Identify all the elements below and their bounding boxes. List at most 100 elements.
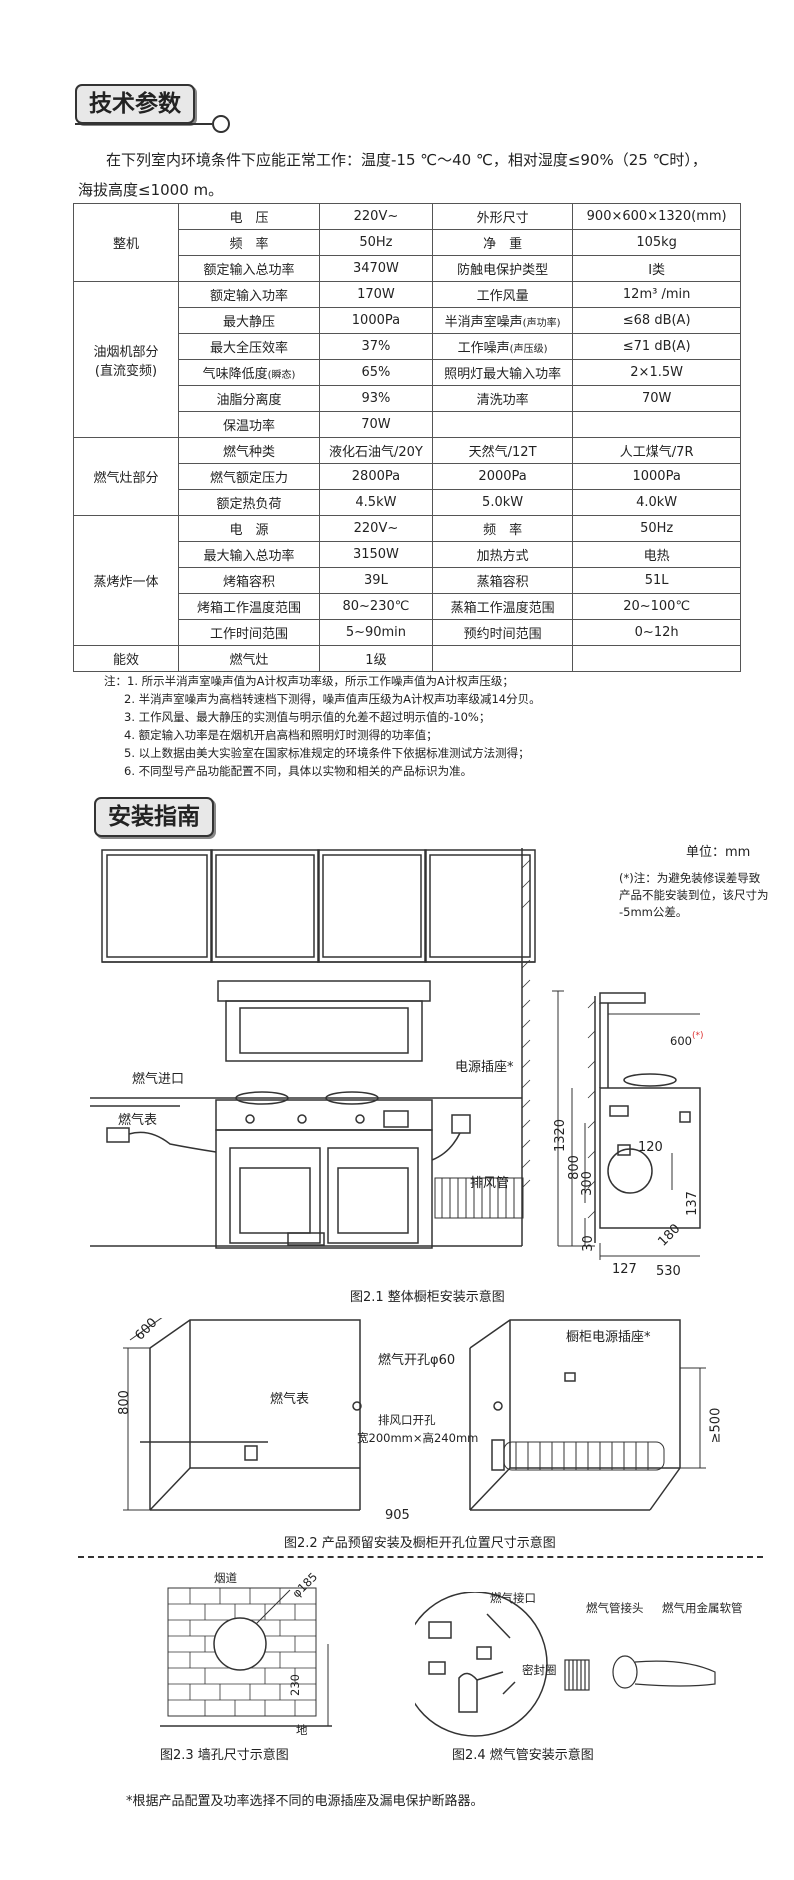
dim-137: 137 (684, 1191, 700, 1216)
spec-cell (431, 411, 574, 438)
intro-line-2: 海拔高度≤1000 m。 (78, 181, 224, 199)
spec-cell: 3150W (319, 541, 433, 568)
spec-cell: 工作风量 (431, 281, 574, 308)
spec-cell: 烤箱容积 (178, 567, 320, 594)
spec-cell: 预约时间范围 (431, 619, 574, 646)
note-line: 2. 半消声室噪声为高档转速档下测得，噪声值声压级为A计权声功率级减14分贝。 (124, 692, 541, 706)
spec-cell: 频 率 (431, 515, 574, 542)
note-line: 4. 额定输入功率是在烟机开启高档和照明灯时测得的功率值； (124, 728, 438, 742)
dim-star: (*) (692, 1031, 704, 1041)
fig-cabinet-install (90, 848, 701, 1260)
upper-cabinets (101, 849, 536, 963)
exhaust-hose-2 (503, 1441, 665, 1471)
spec-cell: 油脂分离度 (178, 385, 320, 412)
tolerance-note-2: 产品不能安装到位，该尺寸为 (619, 888, 769, 902)
spec-cell: 防触电保护类型 (431, 255, 574, 282)
spec-cell: 烤箱工作温度范围 (178, 593, 320, 620)
cabinet-socket-label: 橱柜电源插座* (566, 1330, 651, 1345)
ground-label: 地 (296, 1723, 308, 1737)
fig-gas-pipe (415, 1592, 716, 1737)
note-line: 3. 工作风量、最大静压的实测值与明示值的允差不超过明示值的-10%； (124, 710, 491, 724)
install-guide-title: 安装指南 (94, 797, 214, 837)
pipe-joint-label: 燃气管接头 (586, 1601, 644, 1615)
spec-cell: 燃气灶 (178, 645, 320, 672)
notes: 注：1. 所示半消声室噪声值为A计权声功率级，所示工作噪声值为A计权声压级； 2.… (104, 672, 541, 780)
spec-group-name: 蒸烤炸一体 (73, 515, 179, 646)
spec-cell (572, 411, 741, 438)
spec-cell: 保温功率 (178, 411, 320, 438)
spec-cell: 最大静压 (178, 307, 320, 334)
spec-group-label: 燃气灶部分 (93, 471, 159, 486)
spec-cell: 4.5kW (319, 489, 433, 516)
spec-qualifier: (声功率) (522, 318, 561, 329)
spec-cell: 电 压 (178, 203, 320, 230)
intro-line-1: 在下列室内环境条件下应能正常工作：温度-15 ℃～40 ℃，相对湿度≤90%（2… (106, 151, 707, 169)
spec-cell: 额定热负荷 (178, 489, 320, 516)
spec-cell: 半消声室噪声(声功率) (431, 307, 574, 334)
metal-hose (612, 1655, 716, 1689)
metal-hose-label: 燃气用金属软管 (662, 1601, 743, 1615)
spec-cell: 20~100℃ (572, 593, 741, 620)
spec-cell: 39L (319, 567, 433, 594)
spec-cell: 5.0kW (431, 489, 574, 516)
pipe-joint (564, 1659, 590, 1691)
spec-cell: 最大全压效率 (178, 333, 320, 360)
gas-port-label: 燃气接口 (490, 1591, 536, 1605)
spec-cell: 5~90min (319, 619, 433, 646)
spec-cell: 50Hz (319, 229, 433, 256)
spec-cell: 220V~ (319, 203, 433, 230)
spec-cell: 1000Pa (319, 307, 433, 334)
tech-params-title: 技术参数 (75, 84, 195, 124)
spec-cell: 气味降低度(瞬态) (178, 359, 320, 386)
spec-cell: 额定输入功率 (178, 281, 320, 308)
spec-cell: 4.0kW (572, 489, 741, 516)
fig-cabinet-openings (123, 1318, 706, 1511)
range-hood (217, 980, 431, 1062)
spec-cell: 燃气额定压力 (178, 463, 320, 490)
spec-cell: 液化石油气/20Y (319, 437, 433, 464)
fig-wall-hole (160, 1587, 332, 1727)
dim-230: 230 (287, 1674, 302, 1696)
spec-group-label: 整机 (112, 237, 139, 252)
spec-cell: 清洗功率 (431, 385, 574, 412)
exhaust-pipe-label: 排风管 (470, 1176, 510, 1191)
spec-cell: 2000Pa (431, 463, 574, 490)
spec-cell: 65% (319, 359, 433, 386)
spec-cell: 70W (572, 385, 741, 412)
dim-300: 300 (579, 1171, 595, 1196)
spec-cell: 额定输入总功率 (178, 255, 320, 282)
spec-cell: 2800Pa (319, 463, 433, 490)
spec-group-name: 能效 (73, 645, 179, 672)
gas-hole-label: 燃气开孔φ60 (378, 1353, 456, 1368)
title-pin-ring (212, 115, 230, 133)
left-cabinet (140, 1319, 361, 1511)
gas-inlet-label: 燃气进口 (132, 1072, 185, 1087)
spec-cell: 70W (319, 411, 433, 438)
spec-cell: 170W (319, 281, 433, 308)
dim-600: 600 (670, 1034, 692, 1048)
spec-cell: 最大输入总功率 (178, 541, 320, 568)
spec-cell: ≤68 dB(A) (572, 307, 741, 334)
spec-cell: 220V~ (319, 515, 433, 542)
right-cabinet (469, 1319, 681, 1511)
spec-cell: 工作噪声(声压级) (431, 333, 574, 360)
spec-cell: 电 源 (178, 515, 320, 542)
spec-cell: 频 率 (178, 229, 320, 256)
fig-2-3-caption: 图2.3 墙孔尺寸示意图 (160, 1748, 289, 1763)
fig-2-4-caption: 图2.4 燃气管安装示意图 (452, 1748, 594, 1763)
gas-meter-label: 燃气表 (118, 1113, 158, 1128)
gas-meter-label-2: 燃气表 (270, 1392, 310, 1407)
dim-905: 905 (385, 1508, 410, 1523)
note-line: 注：1. 所示半消声室噪声值为A计权声功率级，所示工作噪声值为A计权声压级； (104, 674, 514, 688)
dim-1320: 1320 (553, 1118, 569, 1153)
spec-cell: 0~12h (572, 619, 741, 646)
spec-cell: 照明灯最大输入功率 (431, 359, 574, 386)
flue-label: 烟道 (214, 1571, 237, 1585)
